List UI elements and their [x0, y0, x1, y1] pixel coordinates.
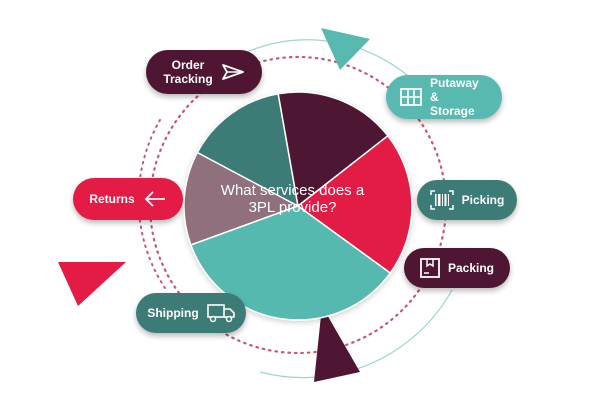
service-label: Shipping — [147, 306, 199, 320]
service-label: Picking — [461, 193, 505, 207]
pie-slice-crimson — [296, 134, 413, 275]
service-label: Packing — [447, 261, 495, 275]
storage-grid-icon — [400, 88, 422, 106]
service-label: Putaway & Storage — [430, 76, 479, 118]
delivery-truck-icon — [206, 303, 235, 323]
service-picking[interactable]: Picking — [417, 180, 517, 220]
barcode-scan-icon — [429, 190, 454, 210]
pie-slice-teal — [189, 205, 392, 321]
package-box-icon — [420, 258, 440, 278]
pie-slice-maroon — [277, 91, 389, 208]
service-label: Order Tracking — [163, 58, 213, 86]
crimson-triangle — [58, 262, 126, 306]
center-question: What services does a 3PL provide? — [220, 182, 365, 216]
service-shipping[interactable]: Shipping — [136, 293, 246, 333]
service-order-tracking[interactable]: Order Tracking — [146, 50, 262, 94]
pie-slice-dark-teal — [196, 92, 300, 208]
service-label: Returns — [89, 192, 135, 206]
maroon-triangle — [314, 306, 360, 382]
service-returns[interactable]: Returns — [73, 178, 183, 220]
service-putaway-storage[interactable]: Putaway & Storage — [386, 75, 502, 119]
arrow-left-icon — [143, 190, 167, 208]
paper-plane-icon — [221, 63, 245, 81]
teal-triangle — [321, 28, 370, 70]
center-pie — [183, 91, 413, 321]
outer-teal-arc-right — [259, 289, 453, 379]
service-packing[interactable]: Packing — [404, 248, 510, 288]
pie-slice-mauve — [183, 151, 300, 246]
